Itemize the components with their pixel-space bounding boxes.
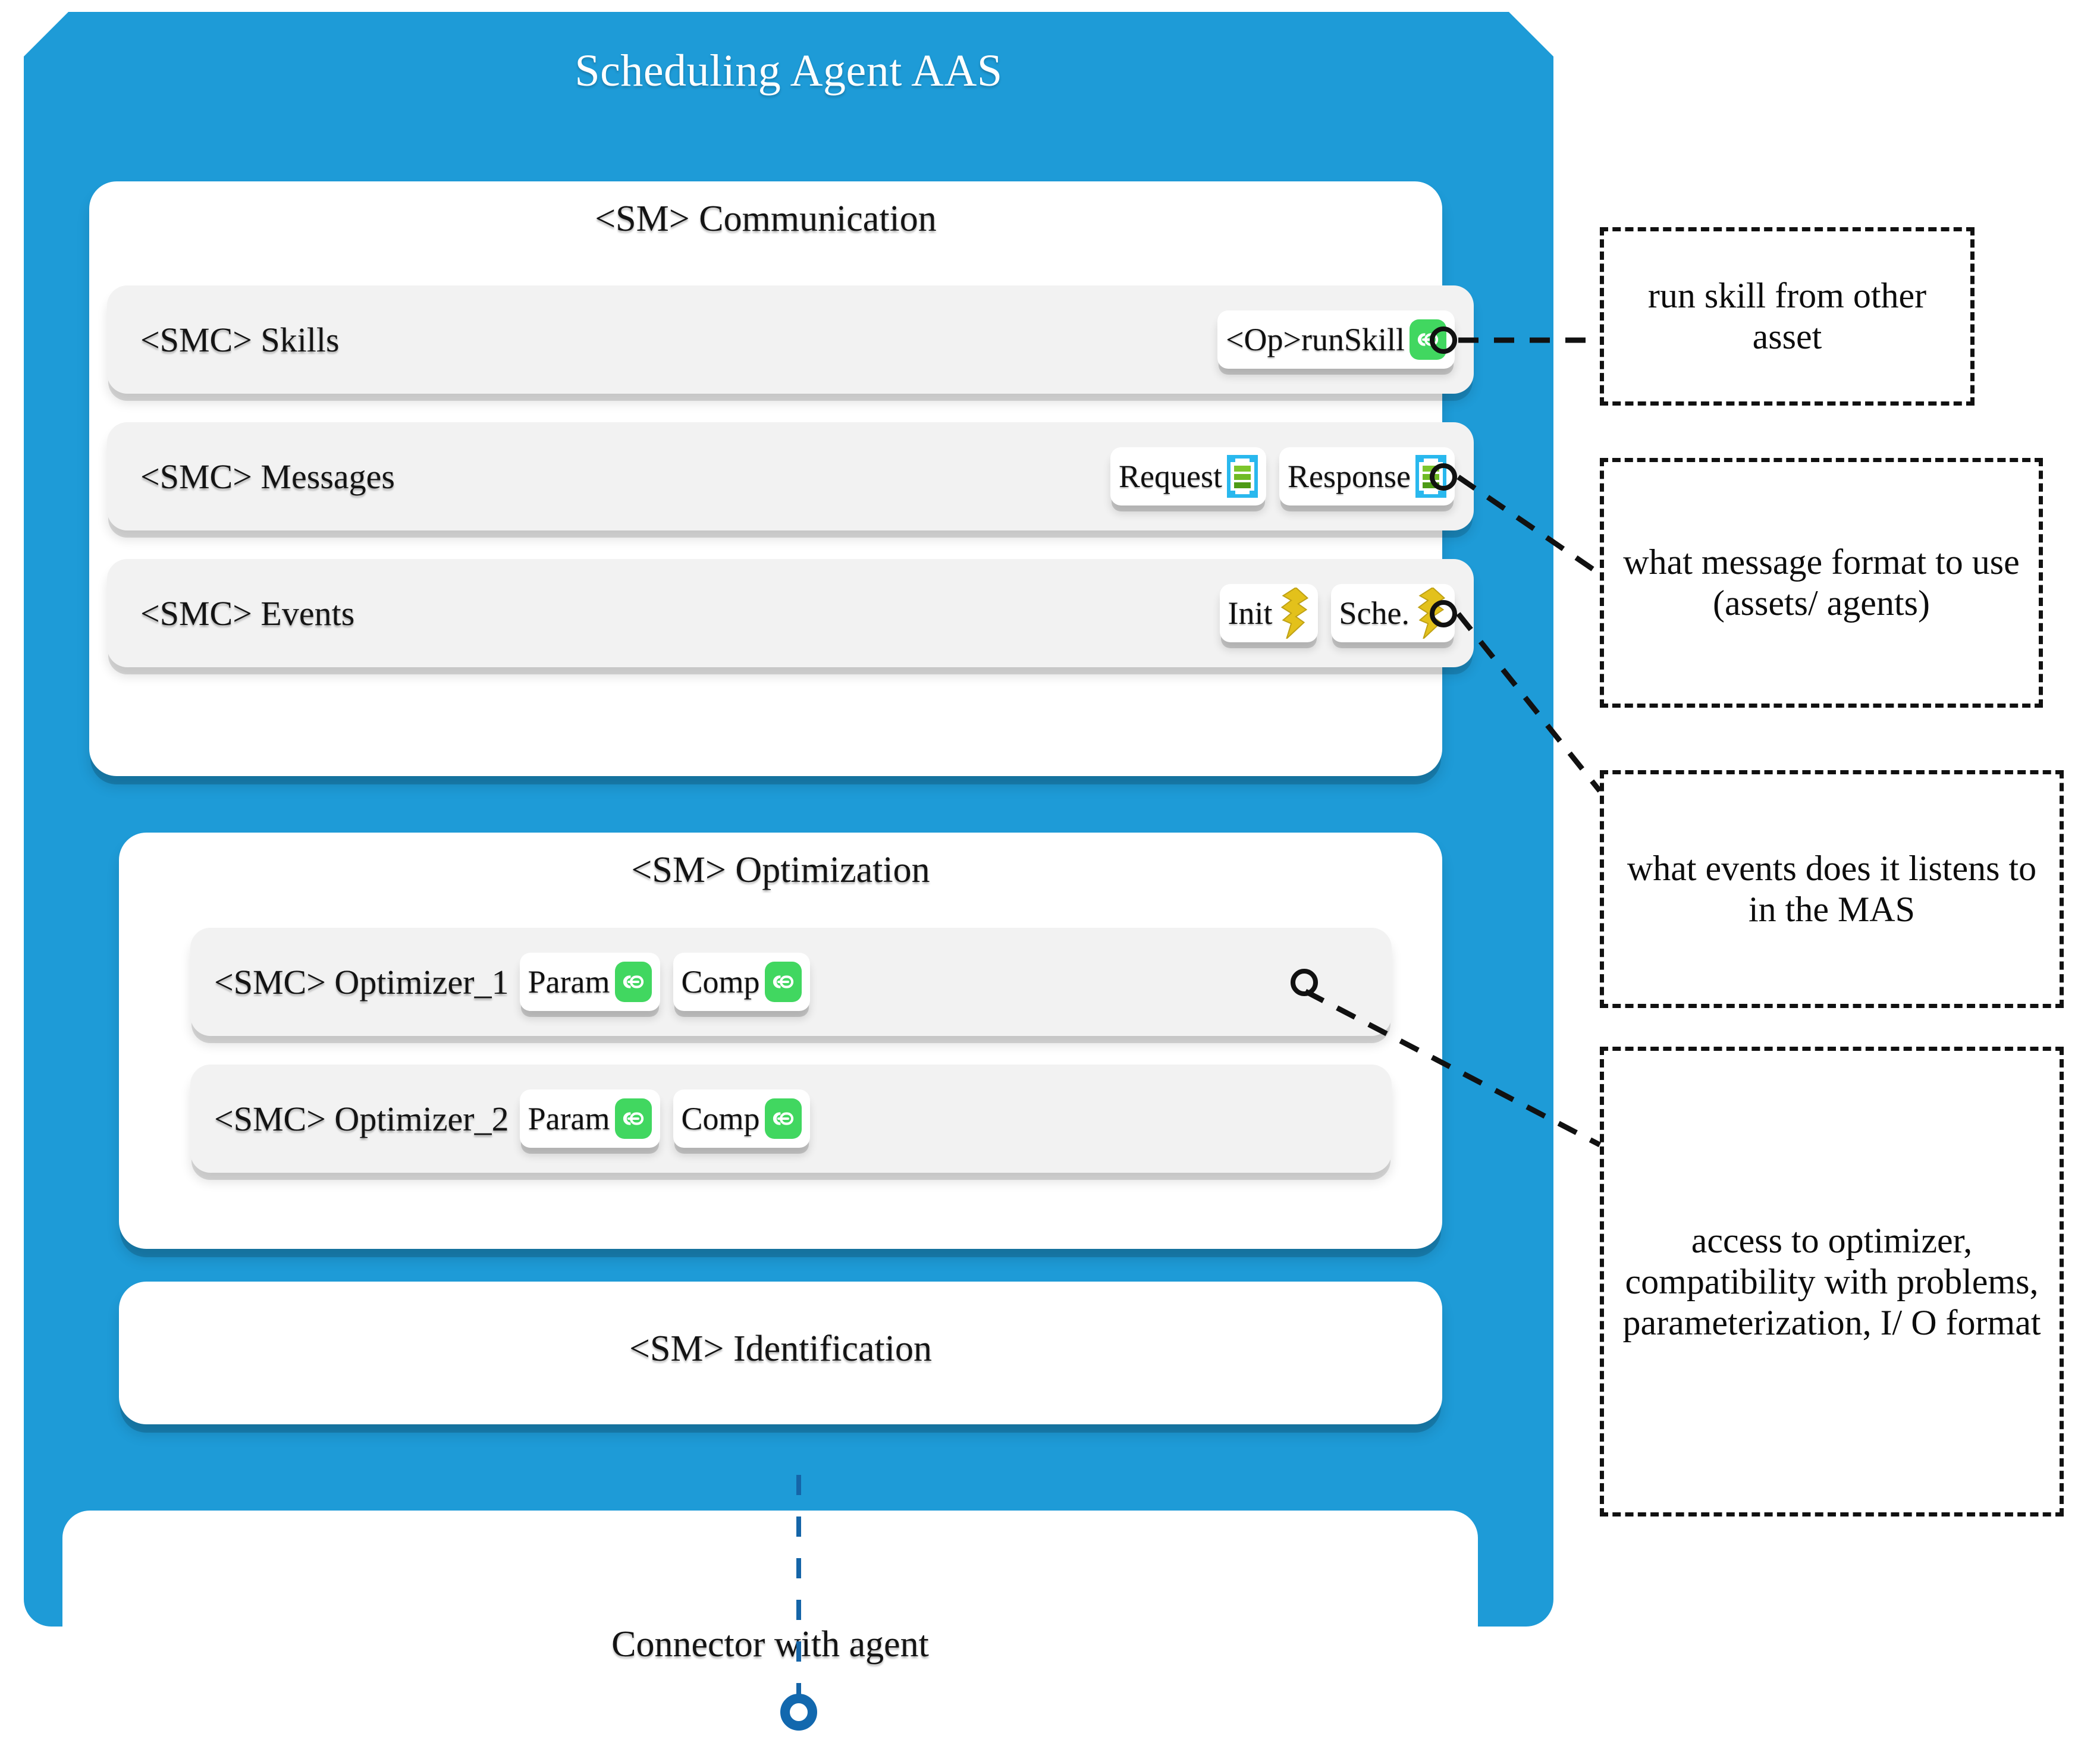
submodel-title-identification: <SM> Identification [629,1329,933,1369]
annotation-note-message-format: what message format to use (assets/ agen… [1600,458,2043,708]
annotation-note-optimizer-access: access to optimizer, compatibility with … [1600,1047,2064,1516]
smc-label-optimizer-2: <SMC> Optimizer_2 [214,1099,509,1138]
chip-optimizer-1-comp[interactable]: Comp [673,953,810,1011]
smc-chips-optimizer-2: Param Comp [519,1089,810,1148]
smc-label-optimizer-1: <SMC> Optimizer_1 [214,962,509,1001]
chip-label-run-skill: <Op>runSkill [1226,322,1405,357]
annotation-text: access to optimizer, compatibility with … [1622,1220,2041,1342]
submodel-title-communication: <SM> Communication [595,199,937,239]
submodel-card-optimization[interactable]: <SM> Optimization <SMC> Optimizer_1 Para… [119,833,1442,1249]
skill-link-icon [764,1098,802,1139]
smc-chips-events: Init Sche. [1219,584,1455,642]
smc-chips-skills: <Op>runSkill [1217,310,1455,369]
chip-run-skill[interactable]: <Op>runSkill [1217,310,1455,369]
smc-chips-messages: Request Response [1110,447,1455,505]
submodel-card-identification[interactable]: <SM> Identification [119,1282,1442,1424]
smc-row-events[interactable]: <SMC> Events Init Sche. [107,559,1474,667]
smc-label-skills: <SMC> Skills [140,320,340,359]
skill-link-icon [764,962,802,1002]
chip-label-response: Response [1288,459,1411,494]
smc-row-messages[interactable]: <SMC> Messages Request Response [107,422,1474,530]
chip-response[interactable]: Response [1279,447,1455,505]
annotation-note-run-skill: run skill from other asset [1600,227,1975,406]
event-bolt-icon [1280,588,1308,639]
smc-row-optimizer-1[interactable]: <SMC> Optimizer_1 Param Comp [190,928,1392,1036]
chip-label-request: Request [1119,459,1223,494]
chip-optimizer-2-comp[interactable]: Comp [673,1089,810,1148]
skill-link-icon [614,962,652,1002]
skill-link-icon [614,1098,652,1139]
connector-endpoint-circle [780,1694,817,1731]
smc-chips-optimizer-1: Param Comp [519,953,810,1011]
anchor-point-messages [1430,463,1457,491]
smc-row-optimizer-2[interactable]: <SMC> Optimizer_2 Param Comp [190,1065,1392,1173]
anchor-point-events [1430,600,1457,627]
chip-label-schedule-event: Sche. [1339,595,1410,631]
annotation-note-events: what events does it listens to in the MA… [1600,770,2064,1008]
chip-optimizer-1-param[interactable]: Param [519,953,660,1011]
chip-init-event[interactable]: Init [1219,584,1318,642]
anchor-point-optimizer-1 [1291,969,1318,996]
smc-label-messages: <SMC> Messages [140,457,395,496]
chip-label-optimizer-1-comp: Comp [681,964,760,1000]
smc-row-skills[interactable]: <SMC> Skills <Op>runSkill [107,285,1474,394]
submodel-title-optimization: <SM> Optimization [631,850,930,890]
anchor-point-skills [1430,326,1457,354]
connector-label: Connector with agent [611,1624,929,1665]
chip-label-optimizer-1-param: Param [528,964,610,1000]
annotation-text: what events does it listens to in the MA… [1627,849,2037,929]
message-document-icon [1227,455,1258,498]
connector-card[interactable]: Connector with agent [62,1511,1478,1748]
page-title: Scheduling Agent AAS [575,46,1003,96]
annotation-text: run skill from other asset [1647,276,1927,356]
chip-request[interactable]: Request [1110,447,1267,505]
chip-label-init-event: Init [1228,595,1273,631]
submodel-card-communication[interactable]: <SM> Communication <SMC> Skills <Op>runS… [89,181,1474,776]
smc-label-events: <SMC> Events [140,594,355,633]
connector-dashed-line [796,1475,801,1704]
chip-label-optimizer-2-comp: Comp [681,1101,760,1136]
chip-label-optimizer-2-param: Param [528,1101,610,1136]
chip-optimizer-2-param[interactable]: Param [519,1089,660,1148]
annotation-text: what message format to use (assets/ agen… [1623,542,2020,623]
